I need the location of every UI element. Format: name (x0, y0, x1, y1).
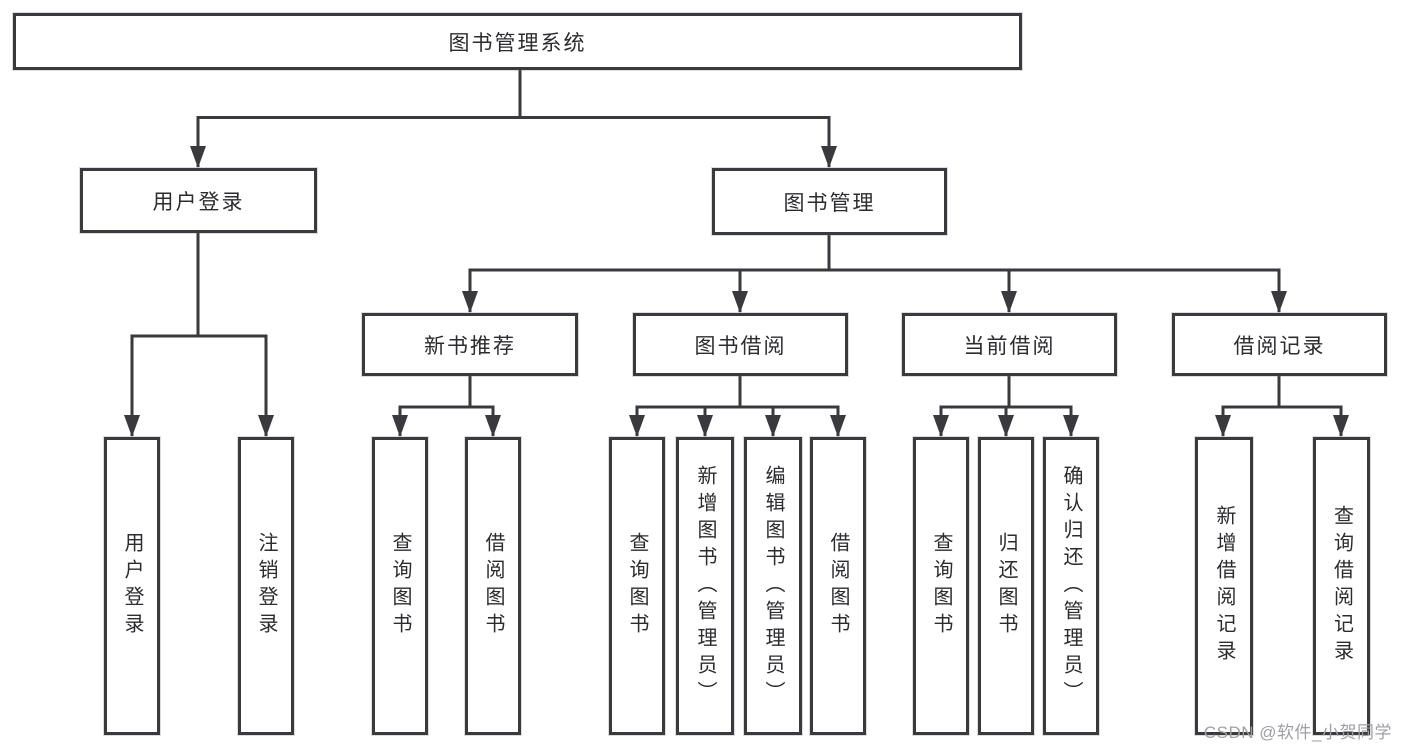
leaf-bb-query-books: 查询图书 (609, 437, 665, 735)
leaf-bb-edit-books-admin: 编辑图书（管理员） (744, 437, 802, 735)
node-user-login: 用户登录 (80, 168, 317, 233)
tree-trunk-lines (130, 70, 1343, 409)
leaf-user-login: 用户登录 (104, 437, 160, 735)
leaf-logout: 注销登录 (238, 437, 294, 735)
leaf-br-add-record: 新增借阅记录 (1195, 437, 1253, 735)
watermark: CSDN @软件_小贺同学 (1203, 723, 1392, 742)
node-borrow-records: 借阅记录 (1172, 313, 1387, 376)
node-book-borrow: 图书借阅 (633, 313, 848, 376)
leaf-cb-return-books: 归还图书 (978, 437, 1034, 735)
leaf-br-query-record: 查询借阅记录 (1313, 437, 1370, 735)
leaf-nb-borrow-books: 借阅图书 (465, 437, 521, 735)
node-book-management: 图书管理 (712, 168, 947, 235)
leaf-bb-borrow-books: 借阅图书 (810, 437, 866, 735)
leaf-bb-add-books-admin: 新增图书（管理员） (676, 437, 734, 735)
node-current-borrow: 当前借阅 (902, 313, 1117, 376)
node-new-book-recommend: 新书推荐 (362, 313, 578, 376)
leaf-cb-query-books: 查询图书 (913, 437, 969, 735)
leaf-cb-confirm-return-admin: 确认归还（管理员） (1043, 437, 1099, 735)
leaf-nb-query-books: 查询图书 (372, 437, 428, 735)
node-root: 图书管理系统 (13, 13, 1022, 70)
